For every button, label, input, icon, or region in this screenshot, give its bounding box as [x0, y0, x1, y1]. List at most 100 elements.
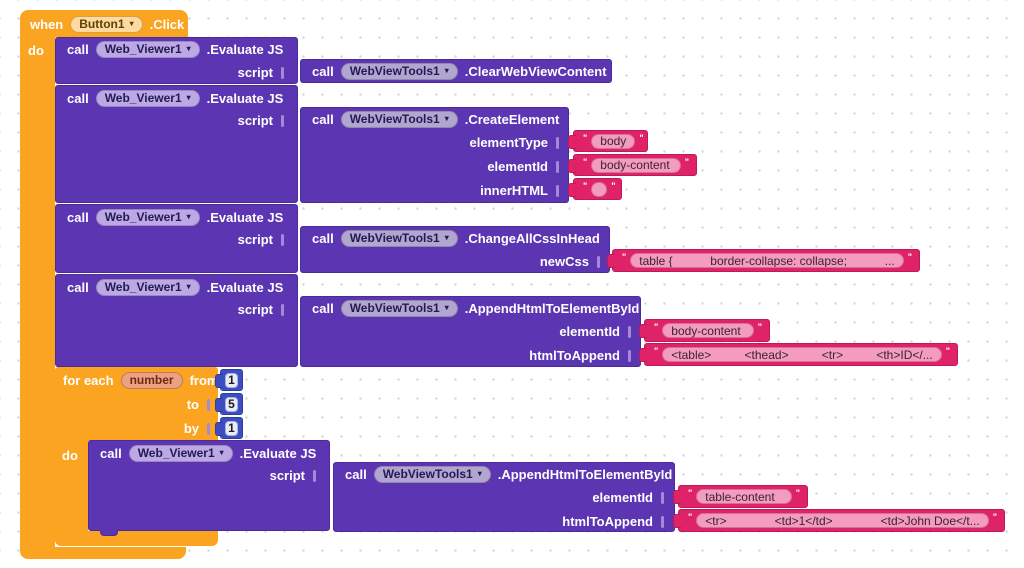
string-block-new-css[interactable]: table { border-collapse: collapse; ...: [607, 249, 920, 272]
html-segment: <tr>: [821, 347, 844, 362]
string-block-row-html[interactable]: <tr> <td>1</td> <td>John Doe</t...: [673, 509, 1005, 532]
string-value[interactable]: table-content: [696, 489, 792, 504]
element-id-param-label: elementId: [464, 489, 664, 506]
when-block-footer[interactable]: [20, 547, 186, 559]
close-quote-icon: [685, 157, 689, 167]
call-keyword: call: [312, 111, 334, 127]
html-segment: <tr>: [705, 513, 727, 528]
number-block-to[interactable]: 5: [215, 393, 243, 415]
evaluate-js-4-header: call Web_Viewer1 .Evaluate JS: [67, 278, 283, 296]
string-value[interactable]: body: [591, 133, 636, 149]
web-viewer-dropdown[interactable]: Web_Viewer1: [95, 278, 200, 296]
webviewtools-name: WebViewTools1: [349, 112, 440, 126]
number-value[interactable]: 5: [225, 396, 238, 412]
number-block-by[interactable]: 1: [215, 417, 243, 439]
string-value[interactable]: body-content: [591, 157, 681, 173]
element-id-param-label: elementId: [359, 158, 559, 175]
string-block-element-id[interactable]: body-content: [568, 154, 697, 176]
css-segment: ...: [884, 253, 895, 268]
loop-variable-field[interactable]: number: [120, 371, 183, 389]
chevron-down-icon: [187, 45, 191, 53]
web-viewer-name: Web_Viewer1: [104, 91, 182, 105]
string-value[interactable]: body-content: [662, 323, 754, 338]
string-block-inner-html-empty[interactable]: [568, 178, 622, 200]
open-quote-icon: [654, 322, 658, 332]
open-quote-icon: [688, 512, 692, 522]
chevron-down-icon: [187, 213, 191, 221]
html-segment: <thead>: [744, 347, 789, 362]
html-segment: <td>1</td>: [774, 513, 833, 528]
method-label: .ChangeAllCssInHead: [464, 230, 600, 246]
chevron-down-icon: [187, 283, 191, 291]
when-block-spine[interactable]: [20, 36, 55, 547]
string-value[interactable]: table { border-collapse: collapse; ...: [630, 253, 904, 268]
method-label: .Evaluate JS: [206, 209, 284, 225]
web-viewer-dropdown[interactable]: Web_Viewer1: [95, 40, 200, 58]
html-to-append-param-label: htmlToAppend: [464, 513, 664, 530]
web-viewer-dropdown[interactable]: Web_Viewer1: [95, 89, 200, 107]
webviewtools-name: WebViewTools1: [349, 301, 440, 315]
button-component-dropdown[interactable]: Button1: [70, 15, 143, 33]
for-each-block-spine[interactable]: [55, 440, 88, 532]
script-param-label: script: [184, 301, 284, 318]
webviewtools-dropdown[interactable]: WebViewTools1: [373, 465, 491, 483]
web-viewer-dropdown[interactable]: Web_Viewer1: [128, 444, 233, 462]
string-value[interactable]: [591, 181, 608, 197]
loop-do-label: do: [62, 448, 78, 463]
call-keyword: call: [345, 466, 367, 482]
webviewtools-dropdown[interactable]: WebViewTools1: [340, 299, 458, 317]
for-each-header: for each number from: [63, 371, 218, 389]
method-label: .AppendHtmlToElementById: [464, 300, 640, 316]
event-name-label: .Click: [149, 16, 185, 32]
css-segment: table {: [639, 253, 673, 268]
evaluate-js-3-header: call Web_Viewer1 .Evaluate JS: [67, 208, 283, 226]
open-quote-icon: [688, 488, 692, 498]
chevron-down-icon: [130, 20, 134, 28]
chevron-down-icon: [220, 449, 224, 457]
string-value[interactable]: <table> <thead> <tr> <th>ID</...: [662, 347, 942, 362]
for-each-block-footer[interactable]: [55, 531, 218, 546]
web-viewer-name: Web_Viewer1: [104, 280, 182, 294]
css-segment: border-collapse: collapse;: [710, 253, 848, 268]
chevron-down-icon: [445, 304, 449, 312]
number-value[interactable]: 1: [225, 372, 238, 388]
string-value[interactable]: <tr> <td>1</td> <td>John Doe</t...: [696, 513, 989, 528]
block-connector-tab: [100, 530, 118, 536]
string-block-element-type[interactable]: body: [568, 130, 648, 152]
to-label: to: [100, 396, 210, 413]
append-html-2-header: call WebViewTools1 .AppendHtmlToElementB…: [345, 465, 672, 483]
string-block-body-content[interactable]: body-content: [639, 319, 770, 342]
number-block-from[interactable]: 1: [215, 369, 243, 391]
webviewtools-dropdown[interactable]: WebViewTools1: [340, 110, 458, 128]
close-quote-icon: [993, 512, 997, 522]
call-keyword: call: [312, 63, 334, 79]
string-block-table-content[interactable]: table-content: [673, 485, 808, 508]
method-label: .Evaluate JS: [206, 90, 284, 106]
webviewtools-dropdown[interactable]: WebViewTools1: [340, 62, 458, 80]
script-param-label: script: [216, 467, 316, 484]
change-all-css-header: call WebViewTools1 .ChangeAllCssInHead: [312, 229, 600, 247]
loop-variable-name: number: [129, 373, 174, 387]
web-viewer-dropdown[interactable]: Web_Viewer1: [95, 208, 200, 226]
by-label: by: [100, 420, 210, 437]
html-segment: <table>: [671, 347, 712, 362]
chevron-down-icon: [445, 67, 449, 75]
script-param-label: script: [184, 112, 284, 129]
close-quote-icon: [796, 488, 800, 498]
when-block-title: when Button1 .Click: [30, 15, 184, 33]
do-label: do: [28, 43, 44, 58]
string-block-table-html[interactable]: <table> <thead> <tr> <th>ID</...: [639, 343, 958, 366]
evaluate-js-5-header: call Web_Viewer1 .Evaluate JS: [100, 444, 316, 462]
webviewtools-dropdown[interactable]: WebViewTools1: [340, 229, 458, 247]
webviewtools-name: WebViewTools1: [349, 231, 440, 245]
open-quote-icon: [583, 157, 587, 167]
append-html-1-header: call WebViewTools1 .AppendHtmlToElementB…: [312, 299, 639, 317]
close-quote-icon: [639, 133, 643, 143]
call-keyword: call: [67, 209, 89, 225]
method-label: .CreateElement: [464, 111, 560, 127]
method-label: .Evaluate JS: [206, 279, 284, 295]
button-component-name: Button1: [79, 17, 125, 31]
web-viewer-name: Web_Viewer1: [137, 446, 215, 460]
number-value[interactable]: 1: [225, 420, 238, 436]
